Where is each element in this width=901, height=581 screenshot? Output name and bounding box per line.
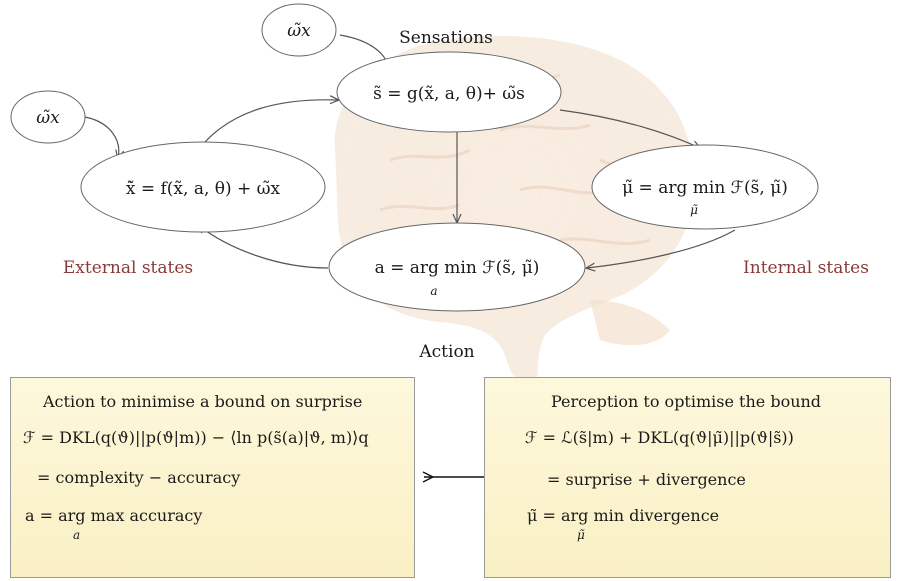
internal-states-node-equation: μ̃ = arg min ℱ(s̃, μ̃)	[622, 178, 788, 198]
action-node-subscript: a	[430, 284, 437, 298]
action-caption: Action	[418, 342, 474, 362]
action-node	[328, 222, 586, 312]
perception-panel-argmin-equation: μ̃ = arg min divergence	[527, 506, 720, 525]
perception-panel-argmin-subscript: μ̃	[577, 528, 585, 542]
perception-panel: Perception to optimise the bound ℱ = ℒ(s…	[484, 377, 891, 578]
external-states-caption: External states	[63, 258, 193, 278]
action-panel-free-energy-equation: ℱ = DKL(q(ϑ)||p(ϑ|m)) − ⟨ln p(s̃(a)|ϑ, m…	[23, 428, 369, 447]
external-states-node-equation: x̃̇ = f(x̃, a, θ) + ω̃x	[126, 179, 281, 199]
arrow-sensations-to-internal	[559, 109, 700, 148]
action-panel: Action to minimise a bound on surprise ℱ…	[10, 377, 415, 578]
noise-node-top	[261, 3, 337, 57]
sensations-caption: Sensations	[399, 28, 493, 48]
action-panel-title: Action to minimise a bound on surprise	[43, 392, 363, 411]
sensations-node-equation: s̃ = g(x̃, a, θ)+ ω̃s	[373, 84, 525, 104]
action-panel-complexity-accuracy: = complexity − accuracy	[37, 468, 241, 487]
internal-states-node-subscript: μ̃	[690, 203, 698, 217]
arrow-internal-to-action	[587, 229, 736, 268]
noise-node-top-label: ω̃x	[287, 21, 311, 41]
action-node-equation: a = arg min ℱ(s̃, μ̃)	[375, 258, 540, 278]
arrow-noise-left-to-external	[84, 116, 119, 158]
internal-states-caption: Internal states	[743, 258, 869, 278]
perception-panel-title: Perception to optimise the bound	[551, 392, 822, 411]
sensations-node	[336, 51, 562, 133]
noise-node-left	[10, 90, 86, 144]
noise-node-left-label: ω̃x	[36, 108, 60, 128]
action-panel-argmax-subscript: a	[73, 528, 81, 542]
action-panel-argmax-equation: a = arg max accuracy	[25, 506, 203, 525]
arrow-action-to-external	[198, 225, 329, 269]
arrow-external-to-sensations	[204, 100, 338, 143]
internal-states-node	[591, 144, 819, 230]
perception-panel-free-energy-equation: ℱ = ℒ(s̃|m) + DKL(q(ϑ|μ̃)||p(ϑ|s̃))	[525, 428, 794, 447]
perception-panel-surprise-divergence: = surprise + divergence	[547, 470, 746, 489]
external-states-node	[80, 141, 326, 233]
